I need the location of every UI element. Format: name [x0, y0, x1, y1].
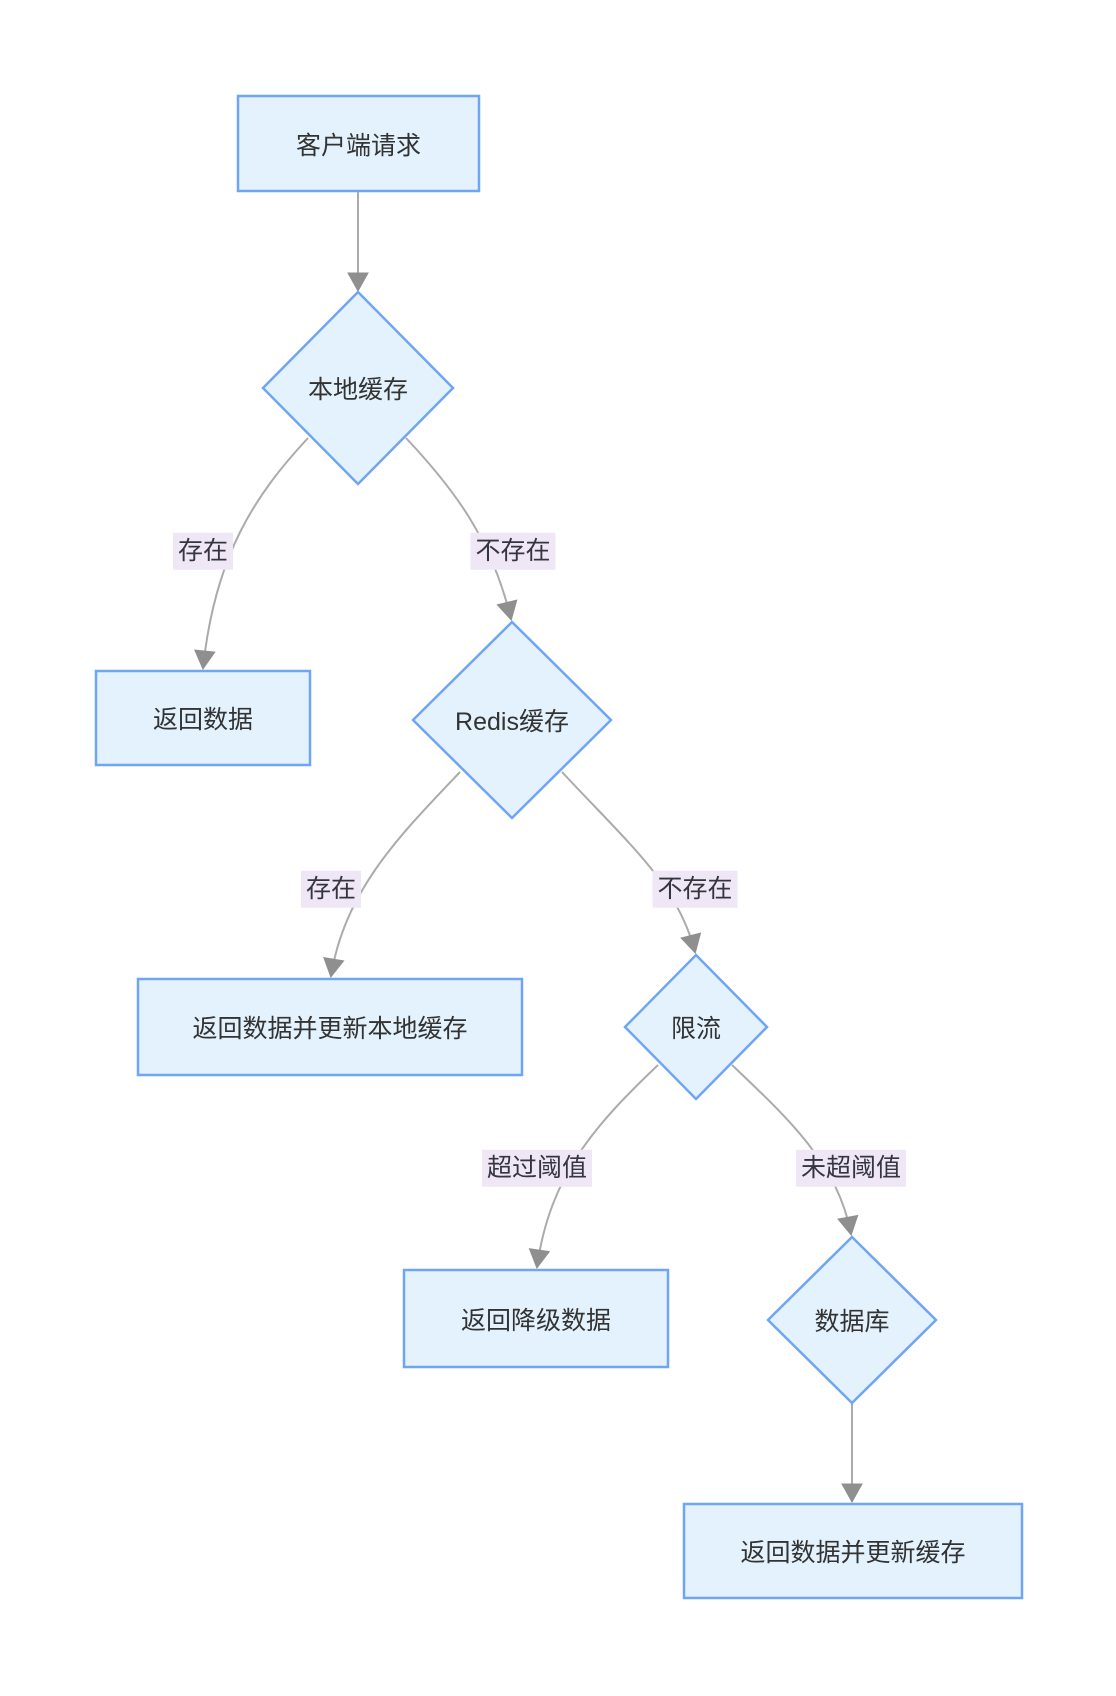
- edge-localcache-exists: [203, 437, 309, 668]
- node-layer: [94, 94, 1024, 1600]
- node-rate-limit-shape: [623, 953, 769, 1101]
- edge-ratelimit-over: [537, 1064, 659, 1267]
- node-return-update-cache-shape: [682, 1502, 1024, 1600]
- edge-redis-exists: [331, 771, 461, 976]
- edge-redis-notexists: [561, 771, 695, 952]
- edge-localcache-notexists: [405, 437, 511, 619]
- node-client-request-shape: [236, 94, 481, 193]
- node-return-degraded-shape: [402, 1268, 670, 1369]
- node-redis-cache-shape: [411, 620, 613, 820]
- node-return-update-local-shape: [136, 977, 524, 1077]
- node-return-data-shape: [94, 669, 312, 767]
- edge-ratelimit-under: [731, 1064, 851, 1234]
- node-local-cache-shape: [261, 290, 455, 486]
- node-database-shape: [766, 1235, 938, 1405]
